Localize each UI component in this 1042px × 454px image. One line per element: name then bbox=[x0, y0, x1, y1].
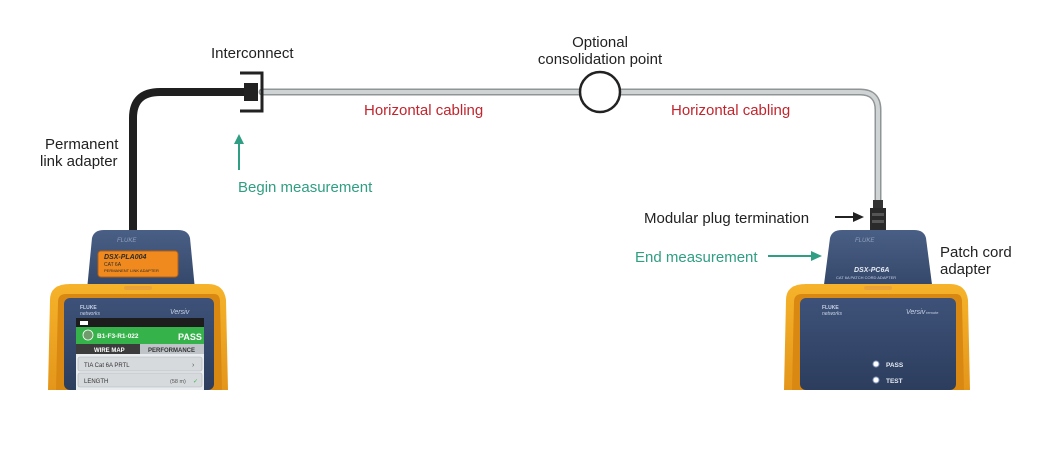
left-screen-row-2-label: LENGTH bbox=[84, 379, 108, 385]
consolidation-line-2: consolidation point bbox=[537, 51, 663, 68]
left-screen-row-1-chevron: › bbox=[192, 362, 195, 369]
left-tester: DSX-PLA004 CAT 6A PERMANENT LINK ADAPTER… bbox=[48, 230, 228, 390]
right-model: Versiv bbox=[906, 309, 926, 316]
begin-measurement-label: Begin measurement bbox=[238, 179, 373, 196]
patch-cord-adapter-label: Patch cord adapter bbox=[940, 244, 1012, 278]
permanent-line-2: link adapter bbox=[40, 153, 118, 170]
patch-cord-line-1: Patch cord bbox=[940, 244, 1012, 261]
left-adapter-brand: FLUKE bbox=[117, 238, 137, 244]
end-measurement-label: End measurement bbox=[635, 249, 758, 266]
left-adapter-model: DSX-PLA004 bbox=[104, 254, 147, 261]
plug-arrow bbox=[835, 212, 864, 222]
horizontal-cable bbox=[258, 88, 882, 204]
right-adapter-model: DSX-PC6A bbox=[854, 267, 889, 274]
right-brand-sub: networks bbox=[822, 311, 843, 317]
modular-plug bbox=[870, 200, 886, 230]
horizontal-cabling-left-label: Horizontal cabling bbox=[364, 102, 484, 119]
left-model: Versiv bbox=[170, 309, 190, 316]
consolidation-line-1: Optional bbox=[572, 34, 628, 51]
right-brand: FLUKE bbox=[822, 305, 839, 311]
permanent-line-1: Permanent bbox=[45, 136, 119, 153]
permanent-link-adapter-label: Permanent link adapter bbox=[40, 136, 118, 170]
left-screen-row-2-value: (58 m) bbox=[170, 379, 186, 385]
right-adapter-desc: CAT 6A PATCH CORD ADAPTER bbox=[836, 275, 896, 280]
right-adapter-brand: FLUKE bbox=[855, 238, 875, 244]
consolidation-point-circle bbox=[578, 70, 622, 114]
interconnect-label: Interconnect bbox=[211, 45, 294, 62]
left-screen-tab-performance: PERFORMANCE bbox=[148, 348, 195, 354]
left-screen-row-1-label: TIA Cat 6A PRTL bbox=[84, 363, 130, 369]
horizontal-cabling-right-label: Horizontal cabling bbox=[671, 102, 791, 119]
right-indicator-pass: PASS bbox=[886, 362, 904, 369]
left-adapter-desc: PERMANENT LINK ADAPTER bbox=[104, 268, 159, 273]
test-led-icon bbox=[872, 376, 880, 384]
patch-cord-line-2: adapter bbox=[940, 261, 991, 278]
left-screen-row-2-check: ✓ bbox=[193, 379, 198, 385]
interconnect-connector bbox=[240, 71, 264, 113]
consolidation-point-label: Optional consolidation point bbox=[530, 34, 670, 68]
permanent-link-cable bbox=[129, 88, 246, 232]
left-adapter-sub: CAT 6A bbox=[104, 262, 122, 268]
modular-plug-termination-label: Modular plug termination bbox=[644, 210, 810, 227]
left-screen-result-id: B1-F3-R1-022 bbox=[97, 333, 139, 340]
right-model-sub: remote bbox=[926, 310, 939, 315]
begin-arrow bbox=[234, 134, 244, 170]
right-tester: FLUKE DSX-PC6A CAT 6A PATCH CORD ADAPTER… bbox=[784, 230, 970, 390]
left-screen-result: PASS bbox=[178, 332, 202, 342]
pass-led-icon bbox=[872, 360, 880, 368]
left-screen-tab-wiremap: WIRE MAP bbox=[94, 348, 125, 354]
left-brand-sub: networks bbox=[80, 311, 101, 317]
end-arrow bbox=[768, 251, 822, 261]
left-brand: FLUKE bbox=[80, 305, 97, 311]
right-indicator-test: TEST bbox=[886, 378, 903, 385]
